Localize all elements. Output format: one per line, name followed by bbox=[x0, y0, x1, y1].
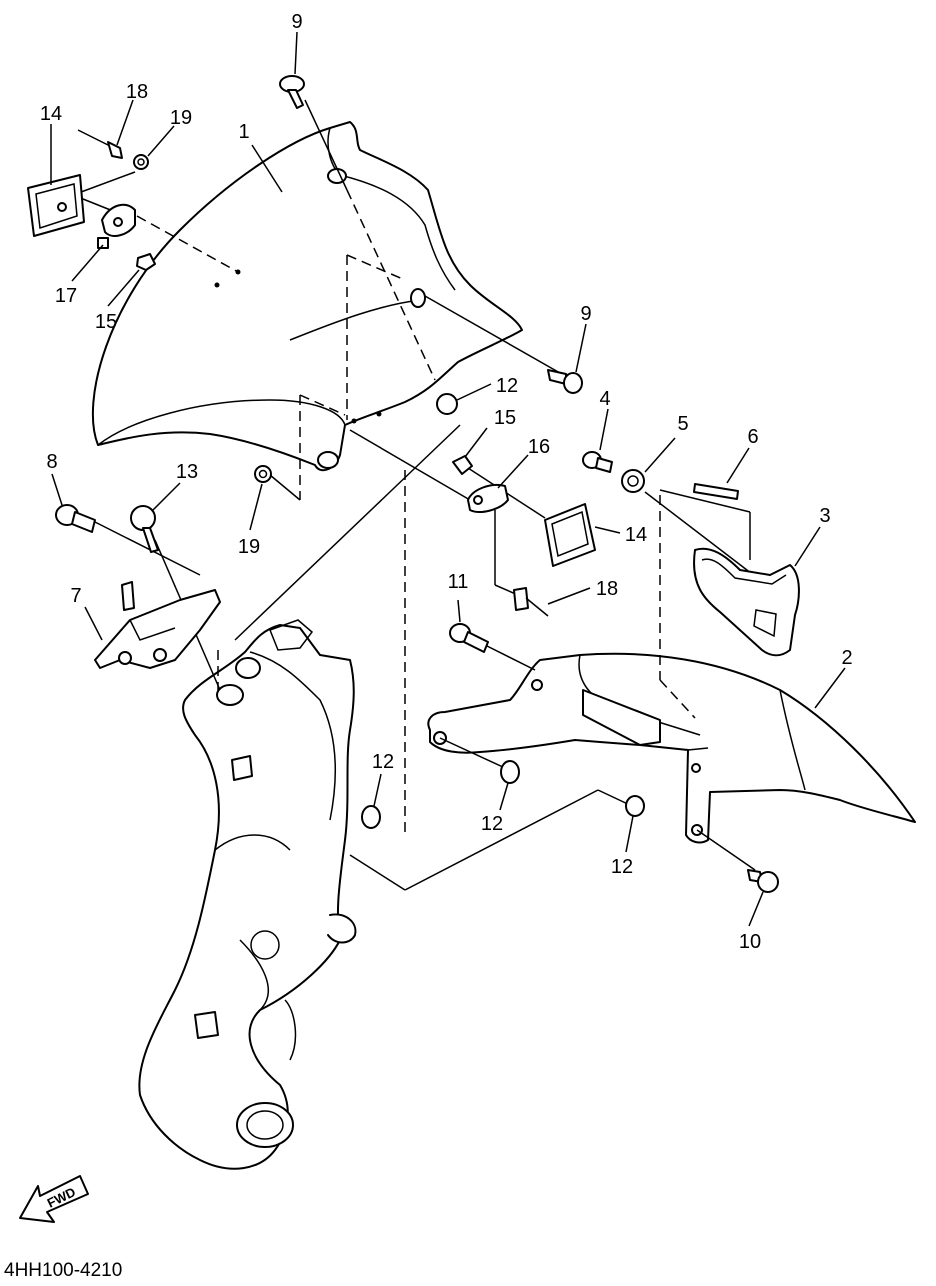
callout-17: 17 bbox=[55, 285, 77, 307]
callout-12-right: 12 bbox=[611, 856, 633, 878]
callout-19-lower: 19 bbox=[238, 536, 260, 558]
bolt-13-part bbox=[130, 505, 159, 553]
callout-14-right: 14 bbox=[625, 524, 647, 546]
callout-5: 5 bbox=[677, 413, 688, 435]
callout-4: 4 bbox=[599, 388, 610, 410]
bolt-9-right-part bbox=[547, 369, 583, 394]
bolt-11-part bbox=[449, 623, 489, 653]
callout-leaders bbox=[50, 31, 846, 927]
callout-13: 13 bbox=[176, 461, 198, 483]
callout-18-right: 18 bbox=[596, 578, 618, 600]
rivet-18-top-part bbox=[77, 129, 123, 159]
callout-8: 8 bbox=[46, 451, 57, 473]
reflector-bracket-16-part bbox=[467, 484, 509, 513]
callout-9-top: 9 bbox=[291, 11, 302, 33]
callout-2: 2 bbox=[841, 647, 852, 669]
callout-14-top: 14 bbox=[40, 103, 62, 125]
grommet-12-left-part bbox=[361, 805, 381, 829]
callout-3: 3 bbox=[819, 505, 830, 527]
bolt-8-part bbox=[55, 504, 96, 533]
reflector-14-top-part bbox=[27, 174, 85, 237]
grommet-12-right-part bbox=[625, 795, 645, 817]
callout-11: 11 bbox=[448, 571, 469, 593]
pin-6-part bbox=[693, 483, 739, 500]
callout-18-top: 18 bbox=[126, 81, 148, 103]
callout-7: 7 bbox=[70, 585, 81, 607]
nut-15-right-part bbox=[452, 455, 473, 475]
callout-9-right: 9 bbox=[580, 303, 591, 325]
callout-12-middle: 12 bbox=[481, 813, 503, 835]
forward-direction-arrow: FWD bbox=[19, 1175, 89, 1223]
callout-12-top: 12 bbox=[496, 375, 518, 397]
bolt-9-top-part bbox=[279, 75, 305, 109]
front-fender-part bbox=[91, 121, 523, 472]
bracket-7-part bbox=[94, 581, 221, 669]
reflector-bracket-17-part bbox=[97, 203, 136, 249]
callout-15-right: 15 bbox=[494, 407, 516, 429]
callout-19-top: 19 bbox=[170, 107, 192, 129]
bolt-4-part bbox=[582, 451, 613, 473]
nut-15-top-part bbox=[136, 253, 156, 271]
callout-15-top: 15 bbox=[95, 311, 117, 333]
grommet-12-top-part bbox=[436, 393, 458, 415]
grommet-19-top-part bbox=[133, 154, 149, 170]
callout-6: 6 bbox=[747, 426, 758, 448]
collar-5-part bbox=[621, 469, 645, 493]
rivet-18-right-part bbox=[513, 587, 549, 617]
callout-1: 1 bbox=[238, 121, 249, 143]
bolt-10-part bbox=[747, 869, 779, 893]
grommet-12-middle-part bbox=[500, 760, 520, 784]
holder-3-part bbox=[693, 547, 800, 657]
reflector-14-right-part bbox=[544, 503, 596, 567]
callout-10: 10 bbox=[739, 931, 761, 953]
callout-labels: 9 18 19 14 1 17 15 9 12 4 5 6 15 16 3 8 … bbox=[40, 11, 853, 953]
grommet-19-lower-part bbox=[254, 465, 272, 483]
callout-12-left: 12 bbox=[372, 751, 394, 773]
rear-fender-part bbox=[427, 652, 916, 844]
diagram-code: 4HH100-4210 bbox=[4, 1260, 122, 1281]
callout-16: 16 bbox=[528, 436, 550, 458]
fork-brace-part bbox=[138, 619, 357, 1170]
assembly-lines bbox=[72, 99, 761, 891]
